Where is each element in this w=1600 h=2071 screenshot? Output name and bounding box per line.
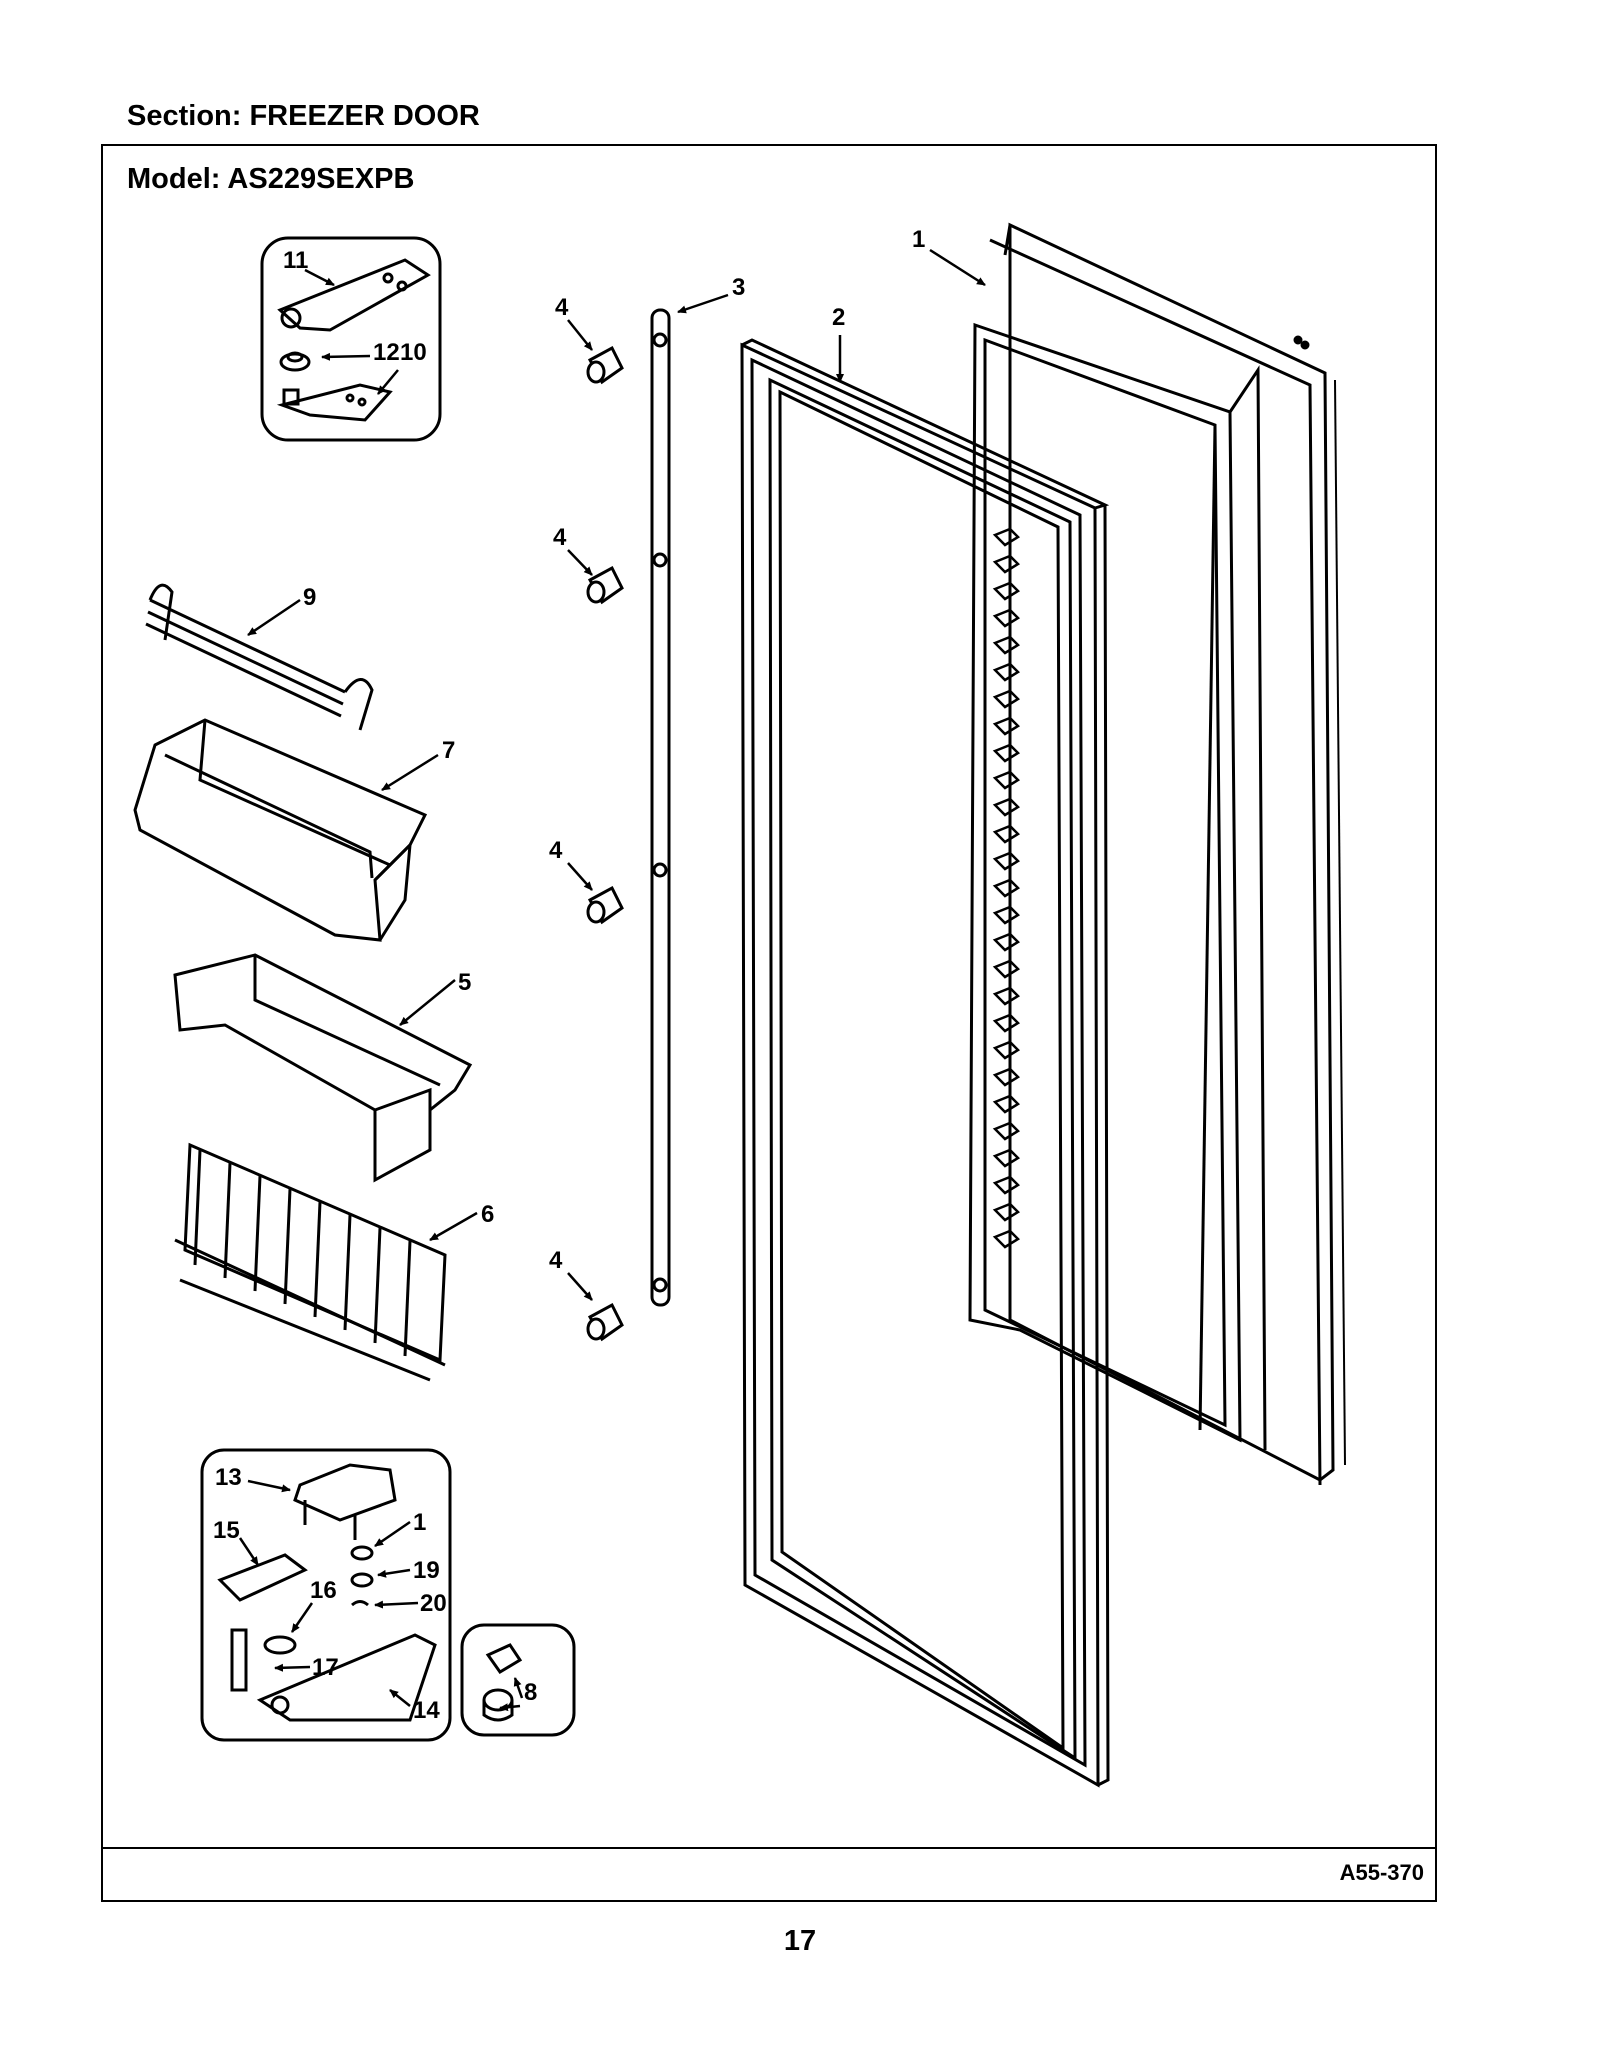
- liner-hook: [992, 1175, 1021, 1195]
- liner-hook: [992, 1013, 1021, 1033]
- callout-2: 2: [832, 304, 845, 331]
- diagram-frame: [101, 144, 1437, 1902]
- callout-4-top: 4: [555, 294, 569, 321]
- footer-divider: [101, 1847, 1437, 1849]
- door-gasket-part-2: [740, 338, 1110, 1788]
- door-panel-part-1: [968, 222, 1346, 1486]
- liner-hook: [992, 581, 1021, 601]
- callout-17: 17: [312, 1654, 339, 1681]
- callout-arrows: [238, 248, 986, 1712]
- liner-hook: [992, 1202, 1021, 1222]
- liner-hook: [992, 797, 1021, 817]
- callout-5: 5: [458, 969, 471, 996]
- liner-hook: [992, 986, 1021, 1006]
- liner-hook: [992, 851, 1021, 871]
- callout-labels: 1 2 3 4 4 4 4 5 6 7 9 11 12 10 13 1 15 1…: [213, 226, 925, 1724]
- liner-hook: [992, 608, 1021, 628]
- liner-hook: [992, 770, 1021, 790]
- wire-basket-part-6: [174, 1142, 447, 1382]
- liner-hook: [992, 824, 1021, 844]
- door-liner-hooks: [992, 527, 1021, 1249]
- liner-hook: [992, 1229, 1021, 1249]
- lower-hinge-inset: [200, 1448, 452, 1742]
- callout-7: 7: [442, 737, 455, 764]
- liner-hook: [992, 1040, 1021, 1060]
- door-bin-part-7: [133, 718, 428, 942]
- page-number: 17: [783, 1925, 817, 1957]
- callout-11: 11: [283, 247, 308, 274]
- callout-13: 13: [215, 1464, 242, 1491]
- shelf-rail-part-9: [145, 583, 374, 731]
- callout-15: 15: [213, 1517, 240, 1544]
- liner-hook: [992, 1067, 1021, 1087]
- handle-rod-part-3: [650, 308, 671, 1307]
- callout-19: 19: [413, 1557, 440, 1584]
- liner-hook: [992, 932, 1021, 952]
- liner-hook: [992, 554, 1021, 574]
- section-title: Section: FREEZER DOOR: [127, 100, 480, 132]
- callout-3: 3: [732, 274, 745, 301]
- callout-14: 14: [413, 1697, 440, 1724]
- callout-6: 6: [481, 1201, 494, 1228]
- diagram-code: A55-370: [1339, 1860, 1424, 1885]
- callout-10: 10: [400, 339, 427, 366]
- callout-12: 12: [373, 339, 400, 366]
- door-bin-part-5: [173, 953, 473, 1183]
- liner-hook: [992, 662, 1021, 682]
- callout-8: 8: [524, 1679, 537, 1706]
- callout-9: 9: [303, 584, 316, 611]
- liner-hook: [992, 527, 1021, 547]
- upper-hinge-inset: [260, 236, 442, 442]
- liner-hook: [992, 716, 1021, 736]
- callout-4-lower: 4: [549, 837, 563, 864]
- part-8-inset: [460, 1623, 576, 1737]
- liner-hook: [992, 1094, 1021, 1114]
- liner-hook: [992, 743, 1021, 763]
- callout-16: 16: [310, 1577, 337, 1604]
- liner-hook: [992, 959, 1021, 979]
- model-title: Model: AS229SEXPB: [127, 163, 415, 195]
- liner-hook: [992, 1121, 1021, 1141]
- callout-1-lower: 1: [413, 1509, 426, 1536]
- handle-caps-part-4: [586, 345, 624, 1342]
- callout-1: 1: [912, 226, 925, 253]
- callout-4-upper: 4: [553, 524, 567, 551]
- callout-20: 20: [420, 1590, 447, 1617]
- liner-hook: [992, 635, 1021, 655]
- callout-4-bottom: 4: [549, 1247, 563, 1274]
- liner-hook: [992, 878, 1021, 898]
- liner-hook: [992, 689, 1021, 709]
- liner-hook: [992, 1148, 1021, 1168]
- liner-hook: [992, 905, 1021, 925]
